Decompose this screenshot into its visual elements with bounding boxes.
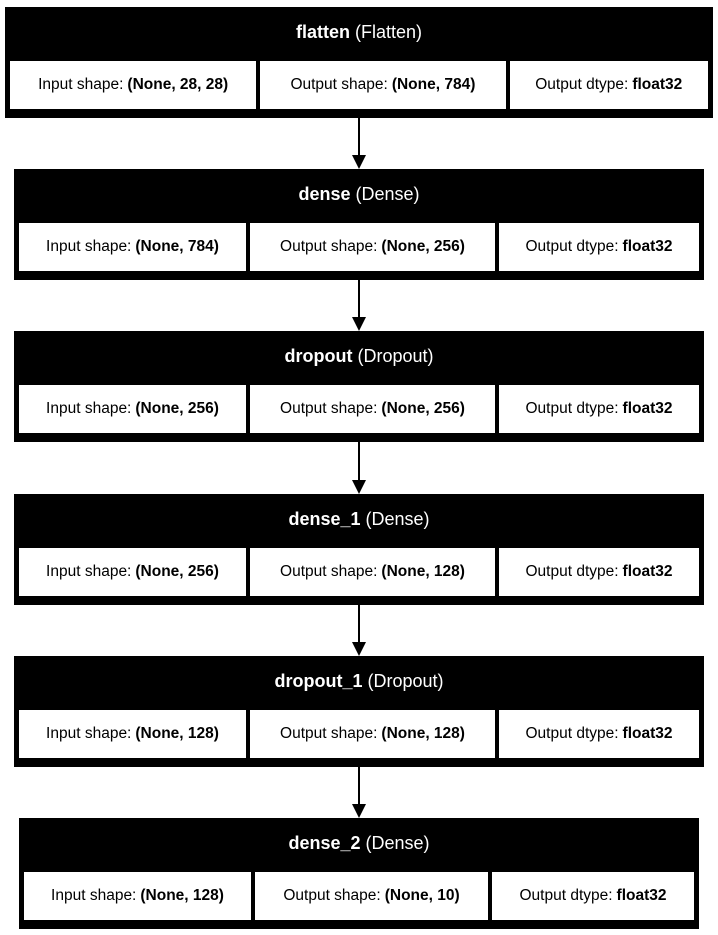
layer-header: dense(Dense)	[14, 169, 704, 219]
input-shape-cell: Input shape:(None, 128)	[19, 710, 246, 758]
layer-name: dense_2	[288, 832, 361, 853]
input-shape-label: Input shape:	[51, 887, 137, 904]
layer-name: dropout_1	[274, 670, 363, 691]
output-shape-label: Output shape:	[280, 400, 378, 417]
output-dtype-cell: Output dtype:float32	[492, 872, 694, 920]
output-dtype-cell: Output dtype:float32	[509, 61, 708, 109]
input-shape-value: (None, 28, 28)	[127, 76, 229, 93]
arrow-flatten-to-dense	[352, 118, 366, 169]
layer-type: (Dense)	[365, 832, 430, 853]
output-dtype-label: Output dtype:	[525, 563, 619, 580]
layer-shape-row: Input shape:(None, 28, 28) Output shape:…	[10, 61, 708, 109]
output-shape-value: (None, 256)	[381, 400, 465, 417]
layer-header: dense_1(Dense)	[14, 494, 704, 544]
output-shape-value: (None, 128)	[381, 563, 465, 580]
layer-header: dropout_1(Dropout)	[14, 656, 704, 706]
arrow-dropout-1-to-dense-2	[352, 767, 366, 818]
layer-name: dropout	[284, 345, 353, 366]
layer-shape-row: Input shape:(None, 256) Output shape:(No…	[19, 385, 699, 433]
layer-type: (Dense)	[355, 183, 420, 204]
layer-header: flatten(Flatten)	[5, 7, 713, 57]
output-dtype-cell: Output dtype:float32	[499, 548, 699, 596]
output-shape-label: Output shape:	[280, 563, 378, 580]
output-shape-value: (None, 784)	[391, 76, 476, 93]
arrow-dense-1-to-dropout-1	[352, 605, 366, 656]
layer-name: dense	[298, 183, 351, 204]
output-shape-value: (None, 256)	[381, 238, 465, 255]
output-dtype-label: Output dtype:	[525, 725, 619, 742]
output-dtype-label: Output dtype:	[525, 238, 619, 255]
layer-box-dense-1: dense_1(Dense) Input shape:(None, 256) O…	[14, 494, 704, 605]
layer-box-dense-2: dense_2(Dense) Input shape:(None, 128) O…	[19, 818, 699, 929]
output-shape-value: (None, 128)	[381, 725, 465, 742]
layer-box-dropout: dropout(Dropout) Input shape:(None, 256)…	[14, 331, 704, 442]
output-dtype-value: float32	[632, 76, 683, 93]
layer-name: dense_1	[288, 508, 361, 529]
output-shape-cell: Output shape:(None, 256)	[250, 223, 495, 271]
layer-box-flatten: flatten(Flatten) Input shape:(None, 28, …	[5, 7, 713, 118]
output-dtype-value: float32	[616, 887, 667, 904]
output-dtype-cell: Output dtype:float32	[499, 385, 699, 433]
output-dtype-cell: Output dtype:float32	[499, 223, 699, 271]
input-shape-cell: Input shape:(None, 256)	[19, 548, 246, 596]
input-shape-label: Input shape:	[38, 76, 124, 93]
output-dtype-label: Output dtype:	[535, 76, 629, 93]
output-dtype-label: Output dtype:	[525, 400, 619, 417]
arrow-dropout-to-dense-1	[352, 442, 366, 494]
layer-box-dense: dense(Dense) Input shape:(None, 784) Out…	[14, 169, 704, 280]
input-shape-cell: Input shape:(None, 28, 28)	[10, 61, 257, 109]
input-shape-value: (None, 784)	[135, 238, 219, 255]
layer-box-dropout-1: dropout_1(Dropout) Input shape:(None, 12…	[14, 656, 704, 767]
output-shape-cell: Output shape:(None, 128)	[250, 710, 495, 758]
input-shape-cell: Input shape:(None, 128)	[24, 872, 251, 920]
layer-type: (Dropout)	[357, 345, 434, 366]
input-shape-cell: Input shape:(None, 256)	[19, 385, 246, 433]
layer-shape-row: Input shape:(None, 784) Output shape:(No…	[19, 223, 699, 271]
output-shape-label: Output shape:	[283, 887, 381, 904]
layer-type: (Dropout)	[367, 670, 444, 691]
input-shape-label: Input shape:	[46, 238, 132, 255]
arrow-dense-to-dropout	[352, 280, 366, 331]
layer-shape-row: Input shape:(None, 128) Output shape:(No…	[24, 872, 694, 920]
output-dtype-label: Output dtype:	[519, 887, 613, 904]
output-shape-cell: Output shape:(None, 128)	[250, 548, 495, 596]
input-shape-value: (None, 256)	[135, 563, 219, 580]
layer-shape-row: Input shape:(None, 256) Output shape:(No…	[19, 548, 699, 596]
output-dtype-value: float32	[622, 725, 673, 742]
output-dtype-value: float32	[622, 238, 673, 255]
output-shape-label: Output shape:	[280, 725, 378, 742]
output-dtype-value: float32	[622, 400, 673, 417]
output-shape-cell: Output shape:(None, 784)	[260, 61, 506, 109]
input-shape-label: Input shape:	[46, 725, 132, 742]
layer-header: dense_2(Dense)	[19, 818, 699, 868]
input-shape-value: (None, 128)	[140, 887, 224, 904]
input-shape-label: Input shape:	[46, 563, 132, 580]
input-shape-value: (None, 256)	[135, 400, 219, 417]
output-shape-cell: Output shape:(None, 10)	[255, 872, 488, 920]
output-shape-value: (None, 10)	[384, 887, 460, 904]
output-dtype-value: float32	[622, 563, 673, 580]
output-shape-label: Output shape:	[280, 238, 378, 255]
layer-header: dropout(Dropout)	[14, 331, 704, 381]
input-shape-cell: Input shape:(None, 784)	[19, 223, 246, 271]
layer-name: flatten	[295, 21, 350, 42]
layer-type: (Dense)	[365, 508, 430, 529]
output-shape-label: Output shape:	[290, 76, 388, 93]
layer-type: (Flatten)	[354, 21, 423, 42]
layer-shape-row: Input shape:(None, 128) Output shape:(No…	[19, 710, 699, 758]
input-shape-value: (None, 128)	[135, 725, 219, 742]
output-dtype-cell: Output dtype:float32	[499, 710, 699, 758]
output-shape-cell: Output shape:(None, 256)	[250, 385, 495, 433]
input-shape-label: Input shape:	[46, 400, 132, 417]
